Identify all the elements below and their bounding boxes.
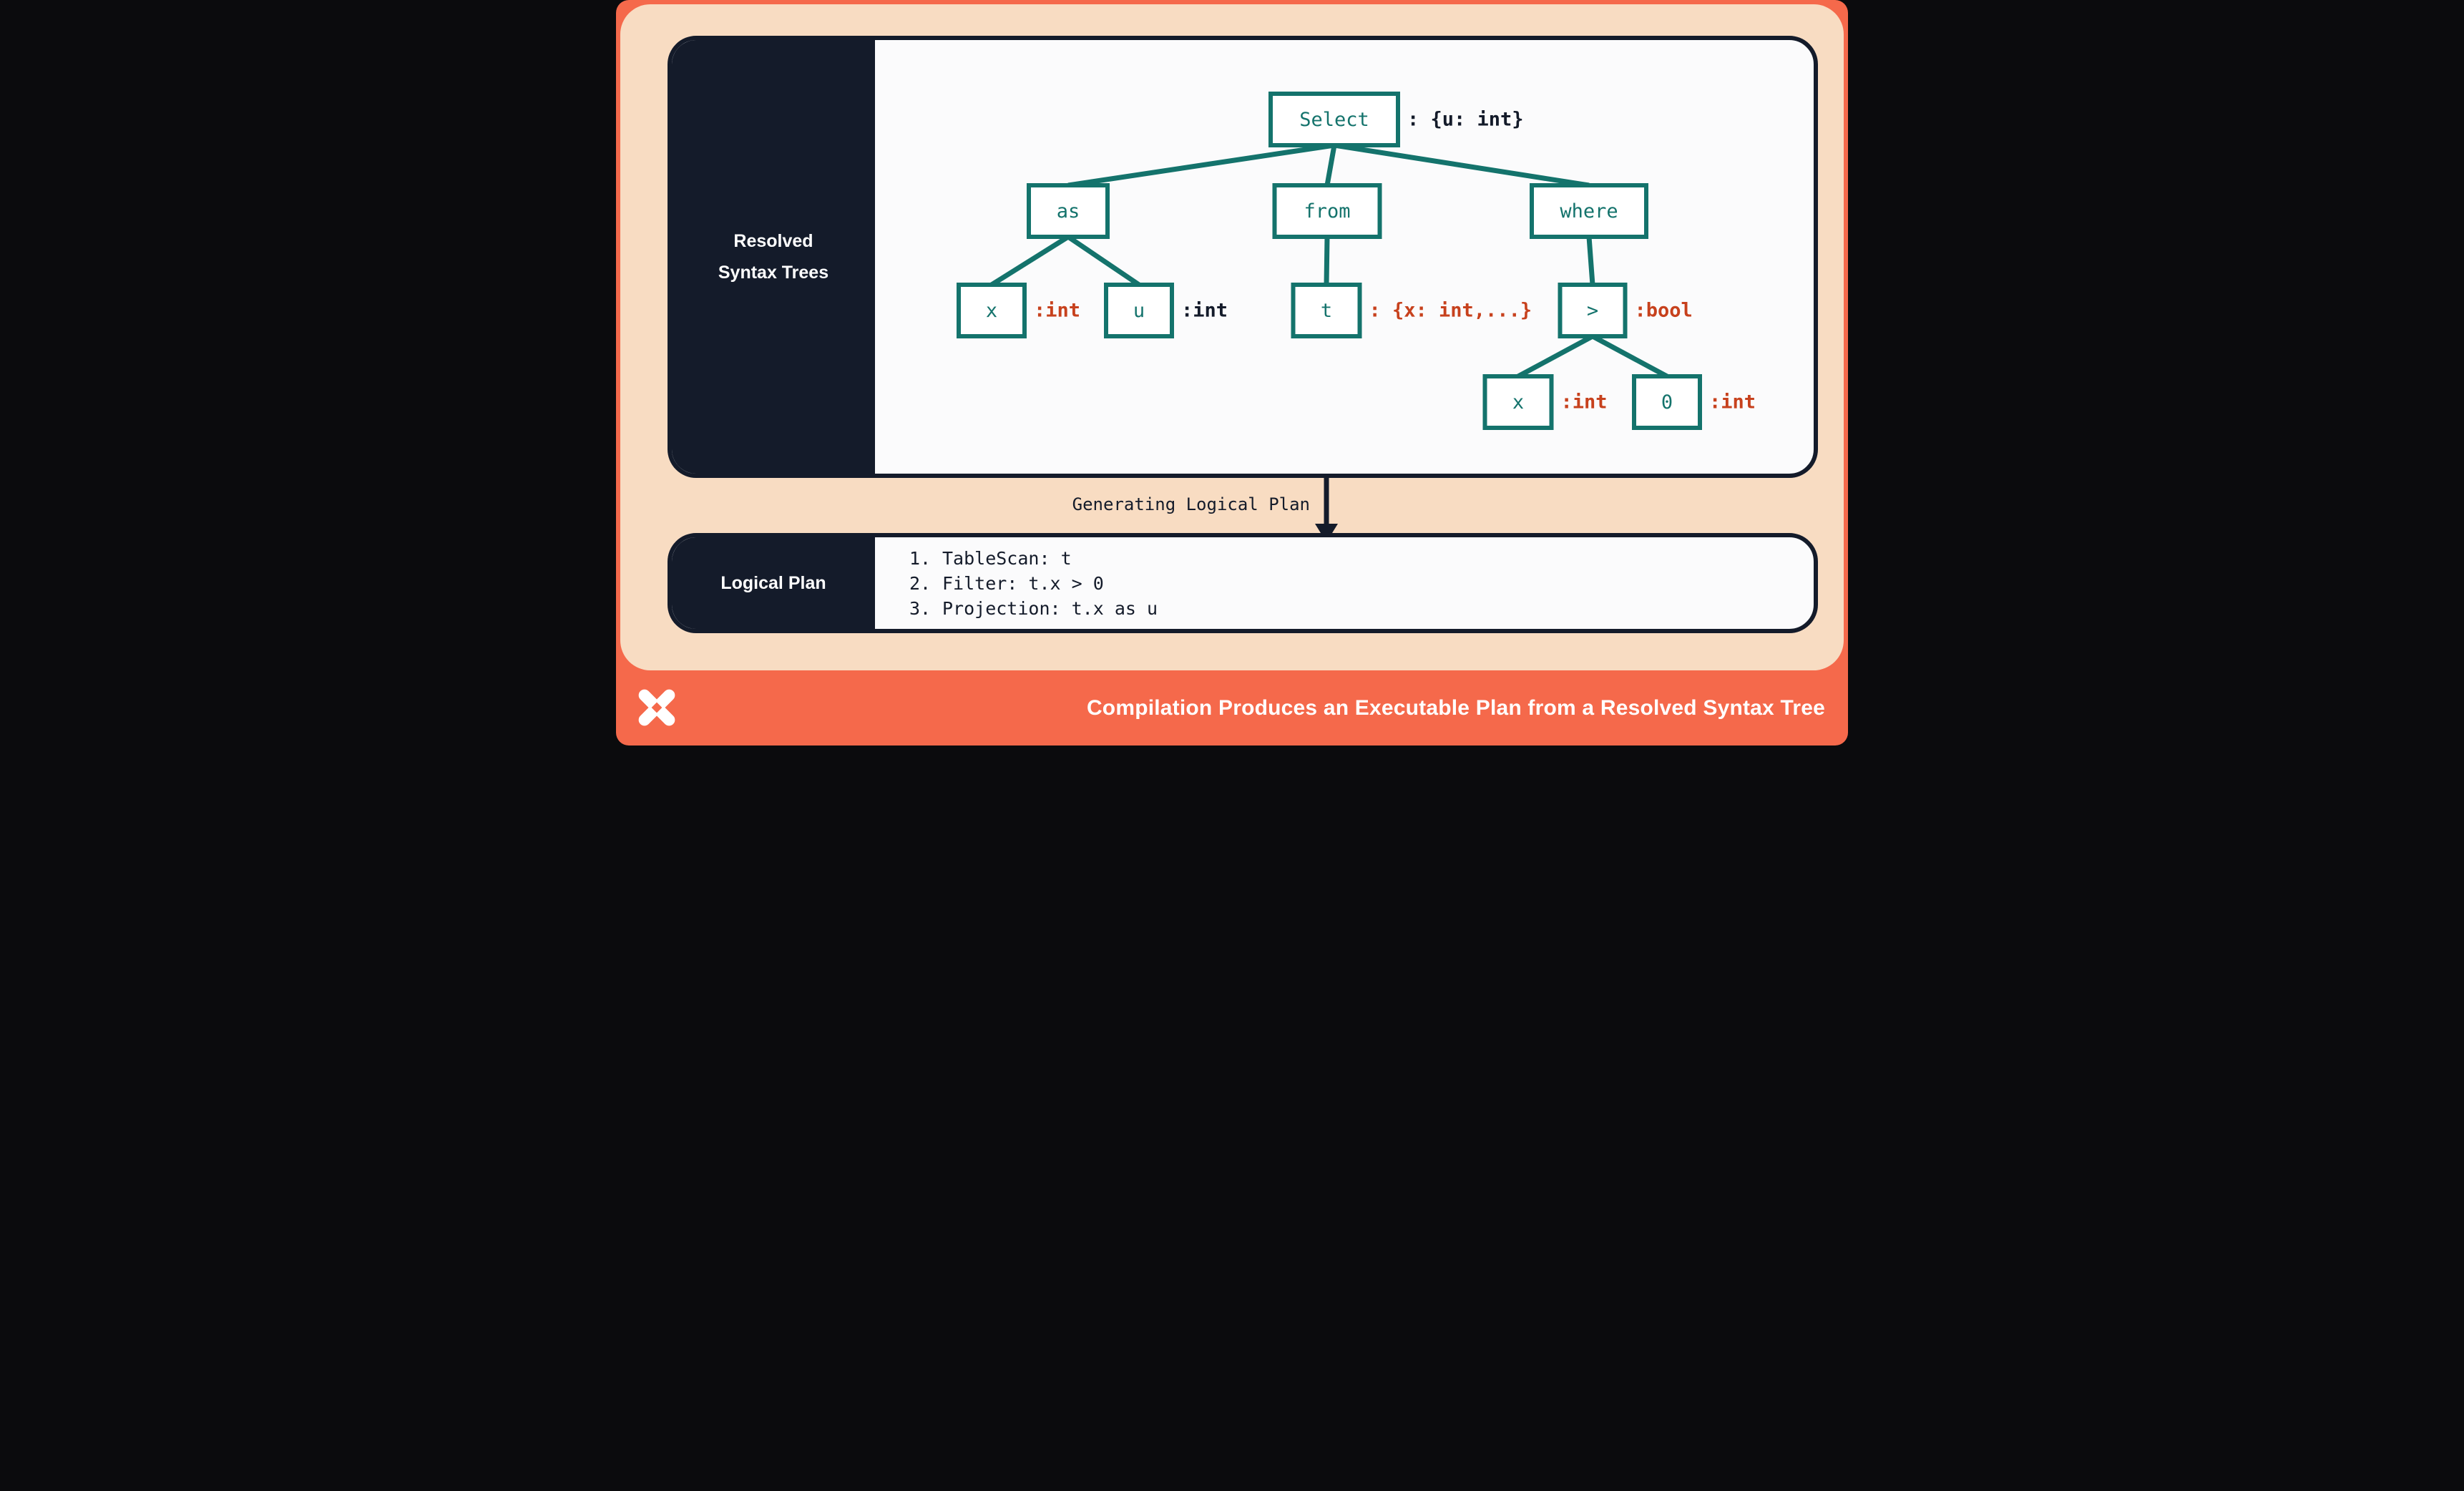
tree-node-select: Select <box>1268 92 1400 147</box>
plan-step-2: 2. Filter: t.x > 0 <box>909 571 1158 596</box>
footer-title: Compilation Produces an Executable Plan … <box>1086 696 1825 720</box>
plan-step-number: 2. <box>909 573 932 594</box>
tree-node-t: t <box>1291 283 1362 338</box>
tree-node-label-select: Select <box>1299 108 1369 131</box>
tree-node-label-as: as <box>1056 200 1080 223</box>
tree-node-gt: > <box>1558 283 1628 338</box>
tree-node-annotation-u: :int <box>1181 299 1228 322</box>
tree-node-as: as <box>1027 183 1110 239</box>
plan-step-number: 3. <box>909 598 932 619</box>
tree-node-label-x2: x <box>1512 391 1525 414</box>
x-star-logo <box>638 689 675 726</box>
logical-plan-card: Logical Plan <box>668 533 1818 633</box>
resolved-label-line1: Resolved <box>733 231 813 251</box>
tree-node-x2: x <box>1482 374 1554 430</box>
tree-node-u: u <box>1104 283 1174 338</box>
tree-node-label-zero: 0 <box>1661 391 1673 414</box>
resolved-syntax-trees-card: Resolved Syntax Trees <box>668 36 1818 478</box>
tree-node-where: where <box>1530 183 1648 239</box>
tree-node-label-gt: > <box>1586 299 1599 322</box>
tree-node-x1: x <box>957 283 1027 338</box>
tree-node-zero: 0 <box>1632 374 1702 430</box>
tree-node-label-t: t <box>1320 299 1333 322</box>
tree-node-annotation-select: : {u: int} <box>1407 108 1524 131</box>
infographic-canvas: Resolved Syntax Trees Select : {u: int} as… <box>616 0 1848 746</box>
logical-plan-label-text: Logical Plan <box>720 573 826 593</box>
tree-node-from: from <box>1272 183 1382 239</box>
tree-node-label-u: u <box>1133 299 1145 322</box>
plan-step-1: 1. TableScan: t <box>909 546 1158 571</box>
tree-node-annotation-gt: :bool <box>1634 299 1693 322</box>
plan-step-text: TableScan: t <box>942 548 1072 569</box>
resolved-label-line2: Syntax Trees <box>718 263 829 283</box>
tree-node-annotation-x1: :int <box>1034 299 1081 322</box>
plan-step-number: 1. <box>909 548 932 569</box>
tree-node-label-where: where <box>1560 200 1618 223</box>
transition-label: Generating Logical Plan <box>1072 494 1310 514</box>
plan-step-text: Filter: t.x > 0 <box>942 573 1104 594</box>
plan-step-3: 3. Projection: t.x as u <box>909 596 1158 621</box>
tree-node-annotation-x2: :int <box>1560 391 1608 414</box>
tree-node-annotation-t: : {x: int,...} <box>1369 299 1532 322</box>
tree-node-label-from: from <box>1304 200 1351 223</box>
logical-plan-steps: 1. TableScan: t 2. Filter: t.x > 0 3. Project… <box>909 546 1158 621</box>
logical-plan-label: Logical Plan <box>672 537 875 629</box>
resolved-syntax-trees-label: Resolved Syntax Trees <box>672 40 875 474</box>
tree-node-label-x1: x <box>985 299 998 322</box>
tree-node-annotation-zero: :int <box>1709 391 1756 414</box>
plan-step-text: Projection: t.x as u <box>942 598 1158 619</box>
